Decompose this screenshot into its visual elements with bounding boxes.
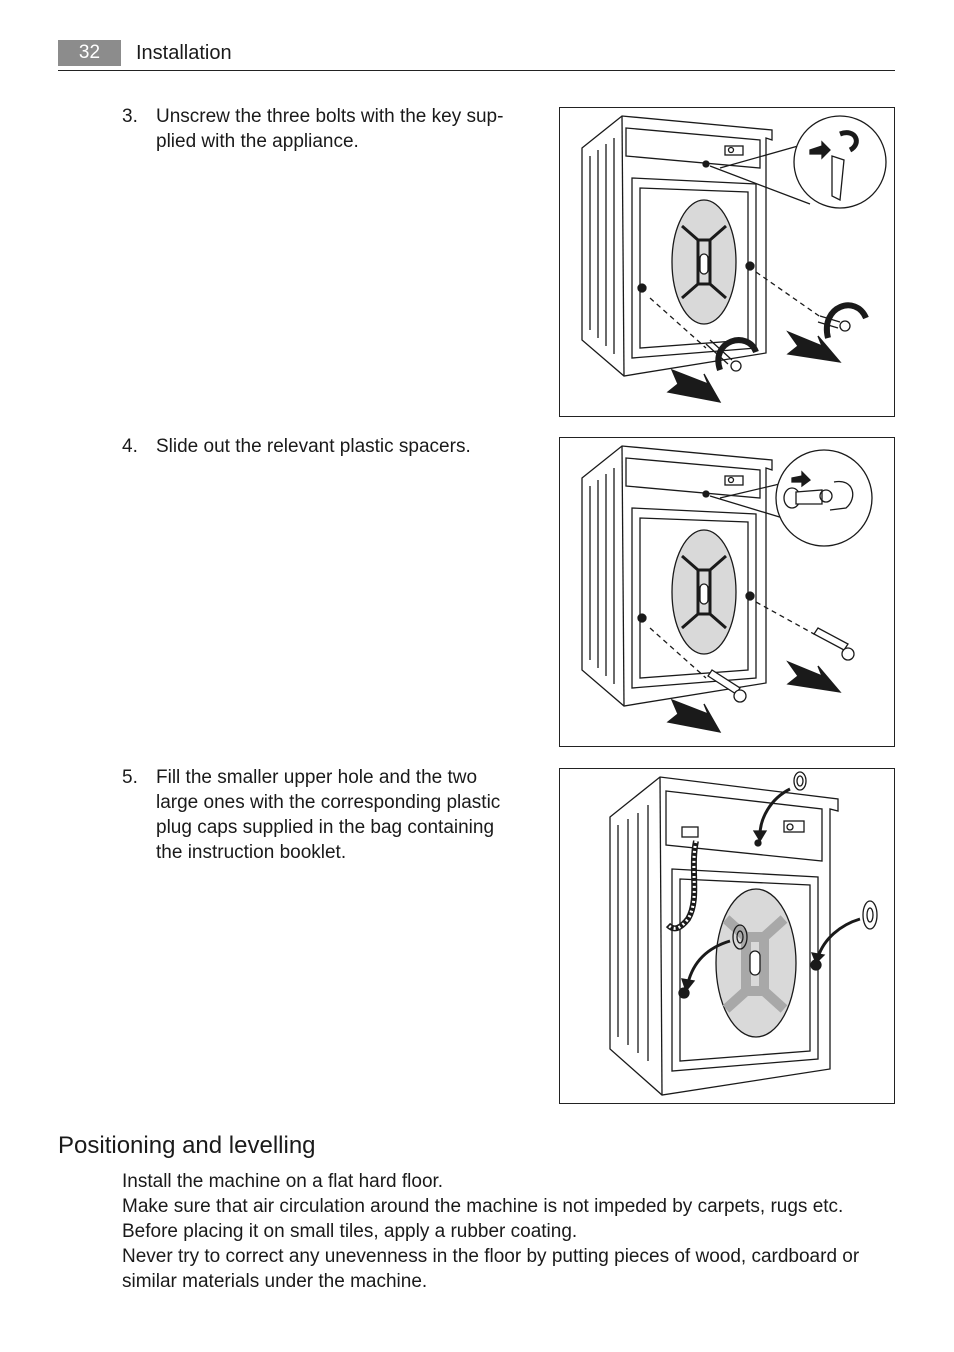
step-number: 3. xyxy=(122,106,138,127)
step-5: 5. Fill the smaller upper hole and the t… xyxy=(122,765,522,865)
figure-unscrew-bolts xyxy=(559,107,895,417)
paragraph-line: Before placing it on small tiles, apply … xyxy=(122,1221,578,1242)
paragraph-line: similar materials under the machine. xyxy=(122,1271,428,1292)
step-text-line: Slide out the relevant plastic spacers. xyxy=(156,436,471,457)
step-number: 5. xyxy=(122,767,138,788)
figure-plug-caps xyxy=(559,768,895,1104)
paragraph-line: Never try to correct any unevenness in t… xyxy=(122,1246,860,1267)
section-heading: Positioning and levelling xyxy=(58,1132,316,1159)
step-4: 4. Slide out the relevant plastic spacer… xyxy=(122,434,522,459)
step-text-line: large ones with the corresponding plasti… xyxy=(156,792,501,813)
figure-remove-spacers xyxy=(559,437,895,747)
step-text-line: Unscrew the three bolts with the key sup… xyxy=(156,106,504,127)
positioning-paragraph: Install the machine on a flat hard floor… xyxy=(122,1169,892,1294)
step-text-line: Fill the smaller upper hole and the two xyxy=(156,767,478,788)
step-text-line: the instruction booklet. xyxy=(156,842,347,863)
step-text-line: plug caps supplied in the bag containing xyxy=(156,817,495,838)
step-text-line: plied with the appliance. xyxy=(156,131,359,152)
step-number: 4. xyxy=(122,436,138,457)
section-title: Installation xyxy=(136,42,232,64)
header-divider xyxy=(58,70,895,71)
step-3: 3. Unscrew the three bolts with the key … xyxy=(122,104,522,154)
paragraph-line: Make sure that air circulation around th… xyxy=(122,1196,844,1217)
page-number: 32 xyxy=(58,40,121,66)
paragraph-line: Install the machine on a flat hard floor… xyxy=(122,1171,444,1192)
